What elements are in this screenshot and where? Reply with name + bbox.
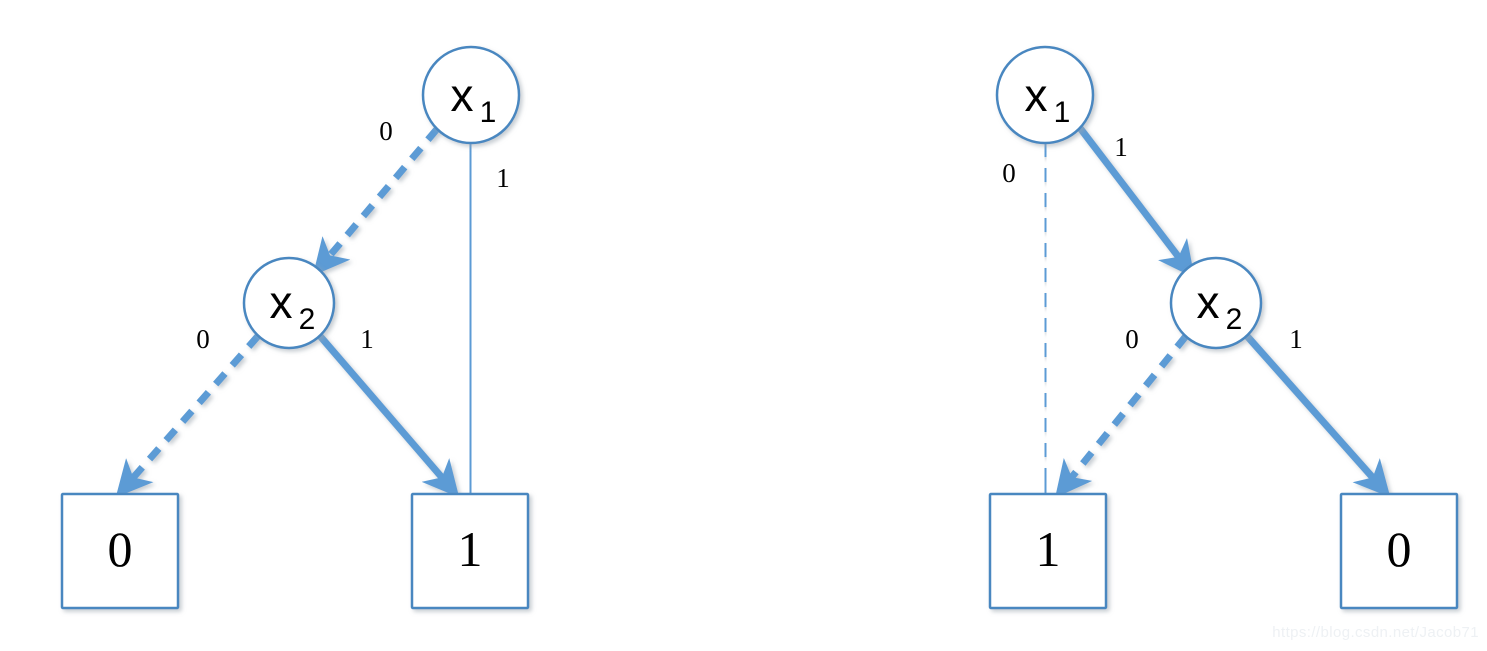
terminal-box[interactable] <box>410 492 530 610</box>
terminal-label: 1 <box>1036 521 1061 577</box>
edge-l-e4 <box>317 333 460 498</box>
edge-label-l-e1: 0 <box>379 116 393 146</box>
edge-line <box>1027 142 1065 501</box>
node-circle[interactable] <box>421 45 521 145</box>
edge-r-e1 <box>1027 142 1065 501</box>
node-var-label: x <box>270 276 293 328</box>
decision-node-l-x1[interactable]: x 1 <box>421 45 521 145</box>
watermark-text: https://blog.csdn.net/Jacob71 <box>1272 624 1479 641</box>
terminal-box[interactable] <box>60 492 180 610</box>
edge-r-e4 <box>1244 333 1391 498</box>
terminal-label: 1 <box>458 521 483 577</box>
edge-label-r-e3: 0 <box>1125 324 1139 354</box>
node-var-label: x <box>1025 69 1048 121</box>
node-var-label: x <box>451 69 474 121</box>
terminal-node-r-t0[interactable]: 0 <box>1339 492 1459 610</box>
terminal-node-l-t0[interactable]: 0 <box>60 492 180 610</box>
node-circle[interactable] <box>995 45 1095 145</box>
edge-label-l-e4: 1 <box>360 324 374 354</box>
terminal-box[interactable] <box>988 492 1108 610</box>
node-circle[interactable] <box>242 256 336 350</box>
edge-r-e3 <box>1055 333 1189 498</box>
node-subscript: 1 <box>1054 96 1071 129</box>
terminal-label: 0 <box>108 521 133 577</box>
edge-r-e2 <box>1077 125 1195 279</box>
terminal-box[interactable] <box>1339 492 1459 610</box>
edge-line <box>1077 125 1195 279</box>
node-subscript: 2 <box>299 303 316 336</box>
decision-node-l-x2[interactable]: x 2 <box>242 256 336 350</box>
terminal-node-r-t1[interactable]: 1 <box>988 492 1108 610</box>
edge-l-e3 <box>115 333 261 498</box>
decision-node-r-x1[interactable]: x 1 <box>995 45 1095 145</box>
edge-l-e1 <box>312 126 440 276</box>
decision-node-r-x2[interactable]: x 2 <box>1169 256 1263 350</box>
node-subscript: 1 <box>480 96 497 129</box>
terminal-label: 0 <box>1387 521 1412 577</box>
edge-label-l-e3: 0 <box>196 324 210 354</box>
node-circle[interactable] <box>1169 256 1263 350</box>
node-var-label: x <box>1197 276 1220 328</box>
terminal-node-l-t1[interactable]: 1 <box>410 492 530 610</box>
edge-line <box>1055 333 1189 498</box>
edge-label-l-e2: 1 <box>496 163 510 193</box>
diagram-left: 0 1 x 1 x 2 0 1 0 1 <box>60 45 530 610</box>
edge-line <box>317 333 460 498</box>
edge-line <box>451 142 489 501</box>
edge-label-r-e4: 1 <box>1289 324 1303 354</box>
edge-label-r-e2: 1 <box>1114 132 1128 162</box>
node-subscript: 2 <box>1226 303 1243 336</box>
edge-line <box>1244 333 1391 498</box>
edge-line <box>312 126 440 276</box>
diagram-right: 1 0 x 1 x 2 0 1 0 1 <box>988 45 1459 610</box>
edge-l-e2 <box>451 142 489 501</box>
edge-line <box>115 333 261 498</box>
edge-label-r-e1: 0 <box>1002 158 1016 188</box>
